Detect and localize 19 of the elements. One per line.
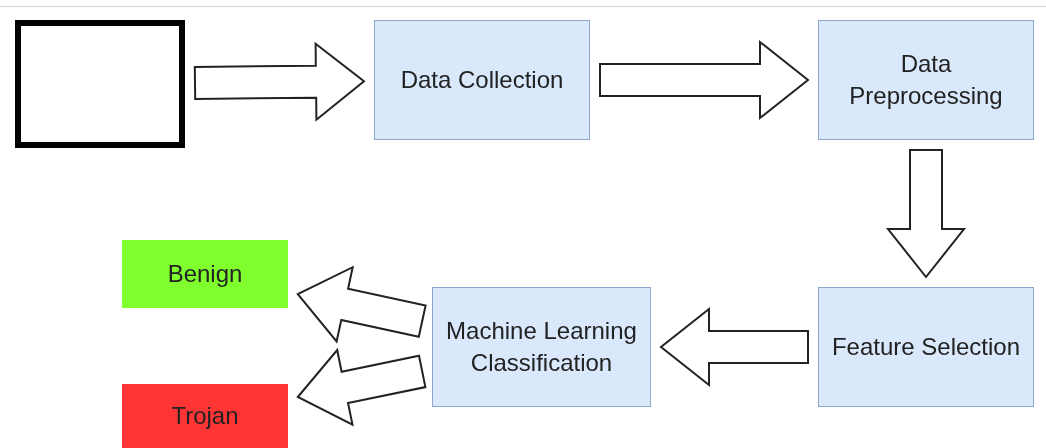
block-arrow xyxy=(193,41,366,122)
box-label: Trojan xyxy=(171,400,239,431)
empty-box xyxy=(15,20,185,148)
block-arrow xyxy=(885,149,967,279)
process-box xyxy=(374,20,590,140)
process-box xyxy=(122,240,288,308)
box-label: Feature Selection xyxy=(831,331,1021,362)
box-label: Data Preprocessing xyxy=(848,48,1004,111)
block-arrow xyxy=(659,306,809,388)
process-box xyxy=(818,287,1034,407)
process-box xyxy=(432,287,651,407)
block-arrow xyxy=(296,265,427,344)
block-arrow xyxy=(599,39,810,121)
process-box xyxy=(818,20,1034,140)
box-label: Data Collection xyxy=(400,64,564,95)
block-arrow xyxy=(296,347,427,427)
process-box xyxy=(122,384,288,448)
box-label: Machine Learning Classification xyxy=(445,315,638,378)
box-label: Benign xyxy=(167,258,243,289)
